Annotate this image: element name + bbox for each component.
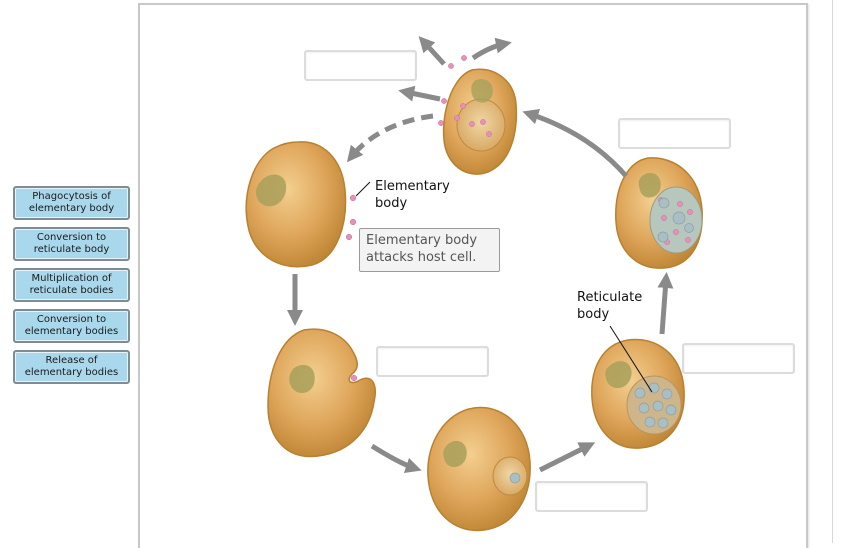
chip-text-line1: Conversion to (36, 314, 107, 325)
chip-text-line2: elementary bodies (24, 326, 119, 337)
drop-target-phagocytosis[interactable] (376, 346, 489, 377)
drop-target-conversion-reticulate[interactable] (535, 481, 648, 512)
chip-text-line1: Multiplication of (31, 273, 112, 284)
arrow-to-bottom (370, 443, 422, 474)
arrow-release-left (398, 85, 441, 102)
chip-text-line2: reticulate body (33, 244, 110, 255)
host-cell-left (245, 141, 347, 268)
caption-line2: body (375, 196, 408, 211)
nucleus (605, 361, 632, 389)
arrow-release-to-attack (346, 113, 434, 163)
vacuole (492, 456, 528, 496)
chip-text-line1: Release of (45, 355, 98, 366)
host-cell-bottom (427, 406, 531, 532)
placed-label-line1: Elementary body (366, 233, 478, 248)
nucleus (443, 440, 467, 467)
leader-line-elementary-body (355, 181, 371, 197)
caption-line1: Elementary (375, 179, 450, 194)
placed-label-line2: attacks host cell. (366, 250, 477, 265)
placed-label-attacks-host: Elementary body attacks host cell. (359, 228, 500, 272)
caption-elementary-body: Elementary body (375, 178, 450, 212)
arrow-release-up-left (418, 36, 446, 66)
arrow-to-right-bottom (538, 442, 596, 473)
leader-line-reticulate-body (609, 325, 653, 393)
chip-text-line2: reticulate bodies (29, 285, 114, 296)
drop-target-release[interactable] (304, 50, 417, 81)
nucleus (471, 78, 493, 103)
arrow-up-right (657, 272, 674, 335)
drop-target-multiplication[interactable] (682, 343, 795, 374)
elementary-bodies (345, 55, 693, 382)
chip-text-line1: Conversion to (36, 232, 107, 243)
drop-target-conversion-elementary[interactable] (618, 118, 731, 149)
host-cell-left-bottom (267, 328, 376, 458)
caption-reticulate-body: Reticulate body (577, 289, 642, 323)
nucleus (289, 364, 315, 393)
chip-text-line2: elementary bodies (24, 367, 119, 378)
nucleus (255, 174, 287, 207)
cycle-arrows (286, 36, 674, 474)
caption-line2: body (577, 307, 610, 322)
reticulate-bodies (509, 197, 694, 484)
chip-text-line1: Phagocytosis of (32, 191, 111, 202)
caption-line1: Reticulate (577, 290, 643, 305)
divider (832, 0, 833, 543)
nucleus (638, 172, 661, 198)
chip-text-line2: elementary body (28, 203, 115, 214)
arrow-to-top (522, 108, 628, 178)
arrow-release-up-right (471, 37, 512, 61)
